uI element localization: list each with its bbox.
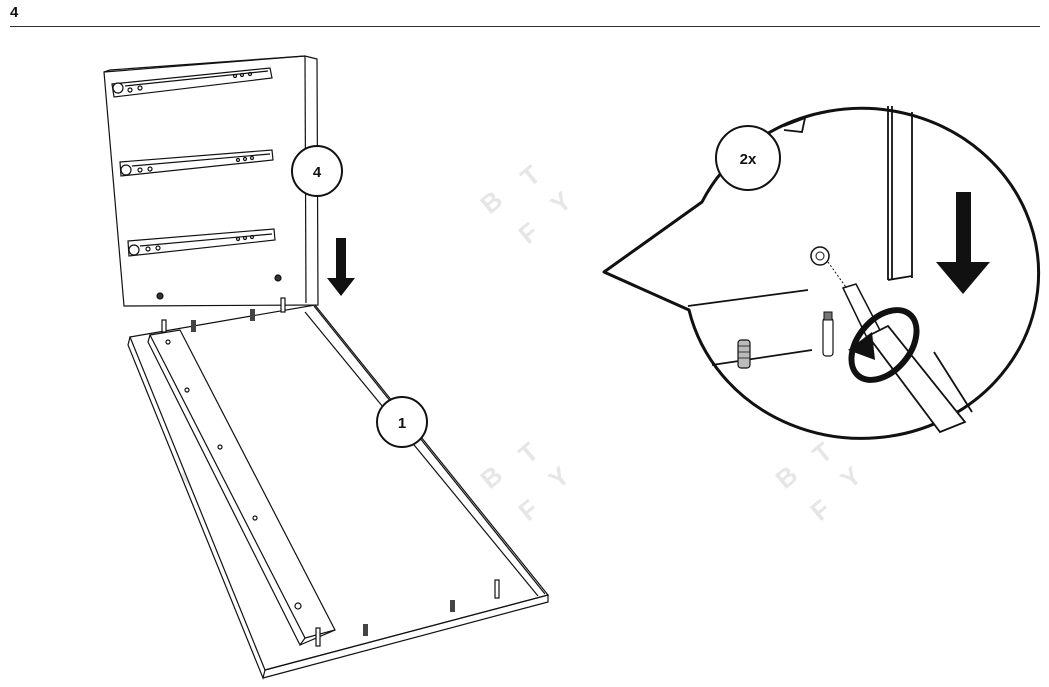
- drawer-runner: [119, 149, 274, 177]
- part-number-label: 4: [313, 164, 322, 181]
- watermark-letter: T: [807, 436, 839, 469]
- watermark-letter: Y: [545, 185, 578, 219]
- watermark-letter: T: [513, 436, 545, 469]
- part-callout-4: 4: [291, 145, 343, 197]
- watermark-letter: F: [513, 493, 544, 526]
- cam-hole: [274, 274, 282, 282]
- watermark-letter: B: [475, 460, 509, 495]
- screwdriver-icon: [841, 283, 967, 434]
- drawer-runner: [111, 67, 273, 98]
- quantity-label: 2x: [740, 151, 757, 168]
- watermark-letter: F: [805, 493, 836, 526]
- down-arrow-icon: [936, 192, 990, 294]
- watermark-letter: F: [513, 216, 544, 249]
- watermark-letter: B: [475, 185, 509, 220]
- cam-lock-icon: [810, 246, 849, 291]
- step-number: 4: [10, 4, 19, 21]
- cam-bolt-icon: [161, 297, 500, 647]
- part-callout-1: 1: [376, 396, 428, 448]
- side-panel: [103, 55, 319, 307]
- dowel-icon: [191, 309, 455, 636]
- header-divider: [10, 26, 1040, 27]
- cam-bolt-icon: [822, 311, 834, 357]
- detail-view: [602, 106, 1041, 440]
- bottom-panel: [127, 297, 550, 680]
- detail-bubble: [602, 106, 1041, 440]
- dowel-icon: [737, 339, 751, 369]
- part-number-label: 1: [398, 415, 406, 432]
- quantity-callout: 2x: [715, 125, 781, 191]
- drawer-runner: [127, 228, 276, 257]
- watermark-letter: Y: [543, 460, 576, 494]
- watermark-letter: T: [515, 159, 547, 192]
- down-arrow-icon: [327, 238, 355, 296]
- bottom-rail: [147, 329, 336, 647]
- rotation-arrow-icon: [848, 307, 920, 383]
- watermark-letter: B: [770, 460, 804, 495]
- cam-hole: [156, 292, 164, 300]
- watermark-letter: Y: [835, 460, 868, 494]
